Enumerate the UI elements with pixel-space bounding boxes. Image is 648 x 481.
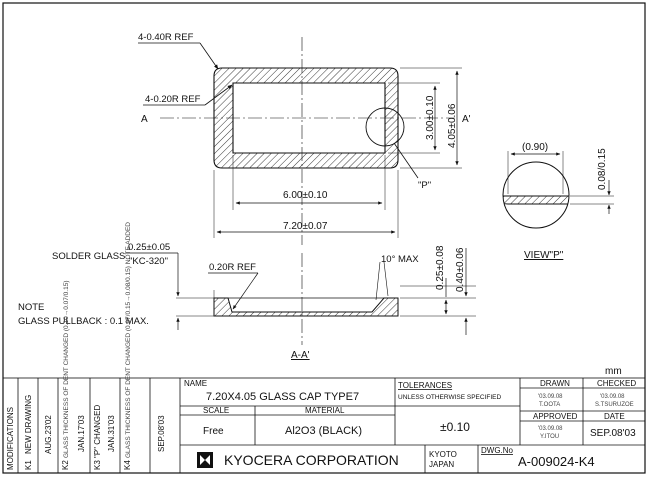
- approved-by: Y.ITOU: [540, 434, 559, 440]
- material-value: Al2O3 (BLACK): [285, 425, 362, 437]
- dim-inner-height: 3.00±0.10: [425, 95, 436, 140]
- title-block: [2, 377, 646, 474]
- note-text: GLASS PULLBACK : 0.1 MAX.: [18, 316, 149, 327]
- units-label: mm: [605, 366, 622, 377]
- plan-view: "P" 4-0.40R REF 4-0.20R REF A A' 6.00±0.…: [138, 32, 471, 245]
- mod-k2-rev: K2: [61, 460, 70, 470]
- note-title: NOTE: [18, 302, 44, 313]
- name-label: NAME: [184, 379, 207, 388]
- detail-p-circle: [365, 107, 405, 147]
- tolerances-label: TOLERANCES: [398, 381, 452, 390]
- company-name: KYOCERA CORPORATION: [224, 452, 399, 468]
- detail-callout: "P": [418, 180, 431, 191]
- mod-k3-text: "P" CHANGED: [93, 405, 102, 458]
- mod-k1-date: AUG.23'02: [44, 415, 53, 454]
- draft-angle: 10° MAX: [381, 254, 419, 265]
- checked-by: S.TSURUZOE: [595, 402, 634, 408]
- mod-k1-rev: K1: [24, 460, 33, 470]
- inner-radius-label: 4-0.20R REF: [145, 94, 201, 105]
- approved-date: '03.09.08: [538, 426, 563, 432]
- view-p-title: VIEW"P": [524, 250, 564, 261]
- tolerances-sub: UNLESS OTHERWISE SPECIFIED: [398, 394, 501, 401]
- modifications-table: MODIFICATIONS K1 NEW DRAWING AUG.23'02 K…: [6, 222, 166, 470]
- dim-outer-height: 4.05±0.06: [447, 103, 458, 148]
- city: KYOTO: [429, 450, 457, 459]
- detail-view-circle: [502, 161, 570, 229]
- mod-k3-rev: K3: [93, 460, 102, 470]
- mod-k2-date: JAN.17'03: [77, 415, 86, 452]
- dwg-label: DWG.No: [481, 446, 514, 455]
- detail-view-p: (0.90) 0.08/0.15 VIEW"P": [502, 142, 614, 261]
- part-name: 7.20X4.05 GLASS CAP TYPE7: [206, 391, 359, 403]
- solder-glass-material: "KC-320": [129, 256, 168, 267]
- detail-dim-thickness: 0.08/0.15: [597, 148, 608, 190]
- section-profile: [213, 297, 399, 317]
- section-title: A-A': [291, 350, 310, 361]
- date-label: DATE: [604, 412, 625, 421]
- modifications-header: MODIFICATIONS: [6, 407, 15, 470]
- cap-frame-hatched: [213, 67, 399, 169]
- mod-k3-date: JAN.31'03: [107, 415, 116, 452]
- drawn-date: '03.09.08: [538, 394, 563, 400]
- material-label: MATERIAL: [305, 406, 345, 415]
- solder-glass-label: SOLDER GLASS: [52, 251, 125, 262]
- drawn-label: DRAWN: [540, 379, 570, 388]
- solder-glass-thickness: 0.25±0.05: [128, 242, 170, 253]
- dwg-number: A-009024-K4: [518, 454, 595, 469]
- section-view: SOLDER GLASS 0.25±0.05 "KC-320" 0.20R RE…: [18, 242, 476, 361]
- outer-radius-label: 4-0.40R REF: [138, 32, 194, 43]
- mod-k2-text: GLASS THICKNESS OF DENT CHANGED (0.10→0.…: [63, 281, 70, 458]
- date-value: SEP.08'03: [590, 428, 636, 439]
- dim-total-height: 0.40±0.06: [455, 247, 466, 292]
- section-radius-label: 0.20R REF: [209, 262, 256, 273]
- section-mark-left: A: [141, 114, 148, 125]
- dim-inner-width: 6.00±0.10: [283, 190, 328, 201]
- detail-dim-width: (0.90): [522, 142, 548, 153]
- kyocera-logo-icon: [197, 452, 213, 468]
- tolerance-value: ±0.10: [440, 420, 470, 434]
- country: JAPAN: [429, 460, 454, 469]
- dim-glass-height: 0.25±0.08: [435, 245, 446, 290]
- mod-k1-text: NEW DRAWING: [24, 395, 33, 454]
- drawn-by: T.OOTA: [539, 402, 560, 408]
- approved-label: APPROVED: [533, 412, 578, 421]
- scale-label: SCALE: [203, 406, 229, 415]
- mod-k4-text: GLASS THICKNESS OF DENT CHANGED (0.07/0.…: [125, 222, 132, 458]
- checked-label: CHECKED: [597, 379, 636, 388]
- dim-outer-width: 7.20±0.07: [283, 221, 328, 232]
- section-mark-right: A': [462, 114, 471, 125]
- scale-value: Free: [203, 426, 224, 437]
- mod-k4-rev: K4: [123, 460, 132, 470]
- mod-k4-date: SEP.08'03: [157, 415, 166, 452]
- checked-date: '03.09.08: [600, 394, 625, 400]
